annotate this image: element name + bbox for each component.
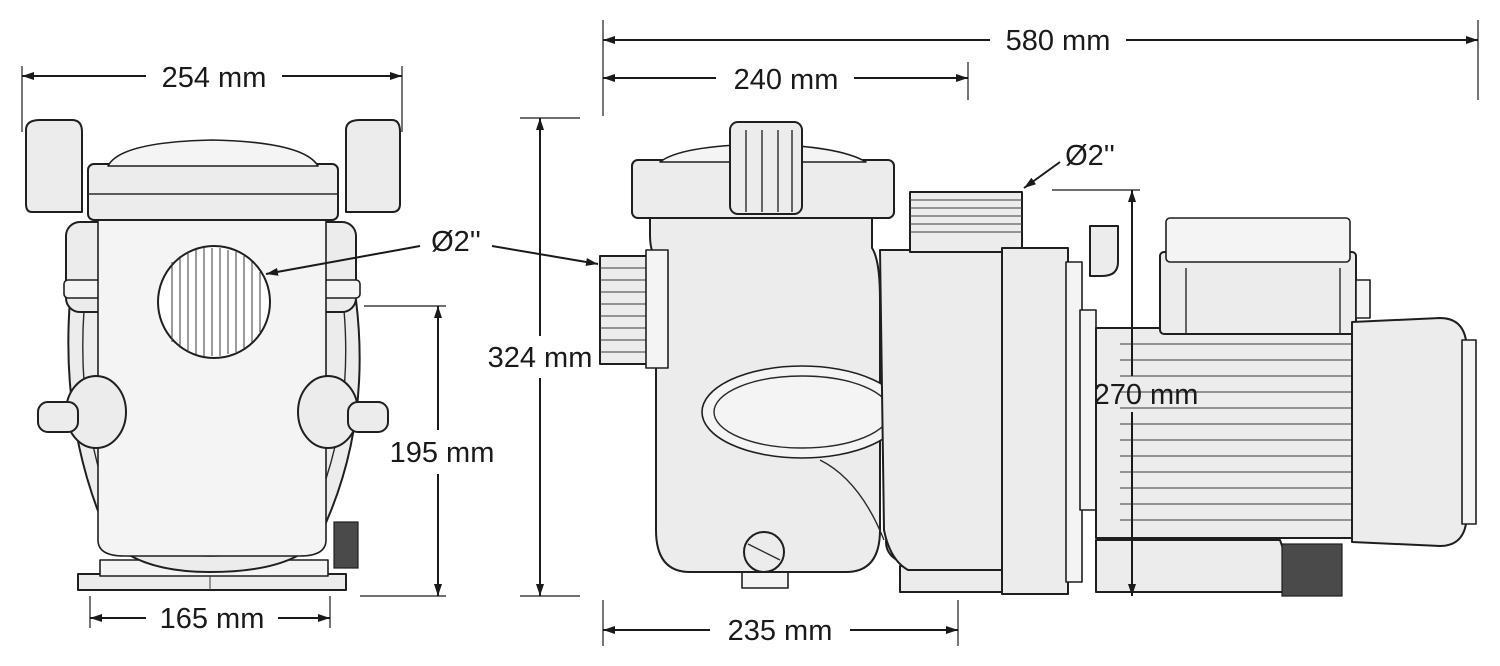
side-view-pump bbox=[599, 121, 1477, 597]
label-outlet-diameter: Ø2'' bbox=[1065, 140, 1115, 172]
motor-cooling-fins bbox=[1120, 343, 1352, 521]
dim-label-overall-length: 580 mm bbox=[1006, 25, 1111, 57]
label-inlet-diameter: Ø2'' bbox=[431, 226, 481, 258]
outlet-thread-lines bbox=[910, 199, 1022, 233]
dim-label-base-length: 235 mm bbox=[728, 615, 833, 647]
dim-label-front-base-width: 165 mm bbox=[160, 603, 265, 635]
front-view-pump bbox=[25, 119, 401, 591]
inlet-grille-bars bbox=[171, 248, 261, 356]
dim-label-overall-height: 324 mm bbox=[488, 342, 593, 374]
dim-label-front-width: 254 mm bbox=[162, 62, 267, 94]
dimension-labels: 254 mm 165 mm 195 mm 580 mm 240 mm 324 m… bbox=[160, 25, 1199, 647]
dim-label-prefilter-length: 240 mm bbox=[734, 64, 839, 96]
dim-label-front-inlet-height: 195 mm bbox=[390, 437, 495, 469]
dimension-lines bbox=[21, 20, 1479, 646]
dim-label-outlet-height: 270 mm bbox=[1094, 379, 1199, 411]
